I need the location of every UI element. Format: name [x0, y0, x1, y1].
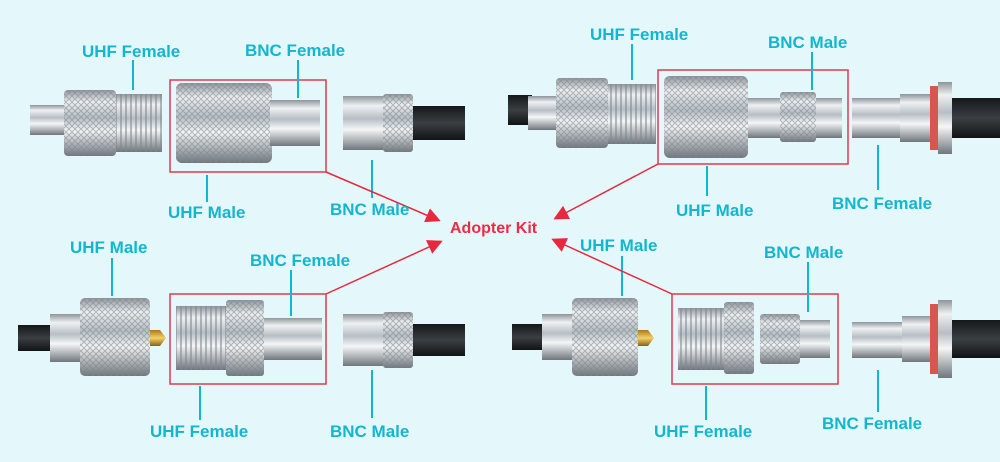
- label-bnc-male: BNC Male: [768, 33, 848, 52]
- label-uhf-male: UHF Male: [580, 236, 658, 255]
- label-bnc-male: BNC Male: [330, 200, 410, 219]
- bulkhead-washer: [930, 304, 938, 374]
- panel-bottom-right: [512, 256, 1000, 420]
- label-uhf-male: UHF Male: [70, 238, 148, 257]
- adapter-highlight-box: [169, 79, 327, 173]
- label-bnc-male: BNC Male: [330, 422, 410, 441]
- bnc-female-barrel: [270, 100, 320, 146]
- adapter-highlight-box: [657, 69, 849, 165]
- label-bnc-male: BNC Male: [764, 243, 844, 262]
- label-bnc-female: BNC Female: [250, 251, 351, 270]
- label-uhf-female: UHF Female: [590, 25, 689, 44]
- center-pin: [638, 330, 654, 346]
- label-bnc-female: BNC Female: [245, 41, 346, 60]
- adapter-highlight-box: [169, 293, 327, 385]
- label-uhf-female: UHF Female: [82, 42, 181, 61]
- bulkhead-washer: [930, 86, 938, 150]
- label-uhf-female: UHF Female: [654, 422, 753, 441]
- adapter-highlight-box: [671, 293, 839, 385]
- adopter-kit-title: Adopter Kit: [450, 220, 538, 237]
- panel-top-right: [508, 44, 1000, 196]
- label-uhf-female: UHF Female: [150, 422, 249, 441]
- panel-bottom-left: [18, 258, 465, 420]
- bnc-male-body: [343, 96, 383, 150]
- center-pin: [150, 330, 166, 346]
- label-bnc-female: BNC Female: [822, 414, 923, 433]
- crimp-sleeve: [30, 105, 66, 135]
- coax-cable: [413, 106, 465, 140]
- label-uhf-male: UHF Male: [168, 203, 246, 222]
- label-bnc-female: BNC Female: [832, 194, 933, 213]
- pointer-arrows: [325, 163, 673, 295]
- panel-top-left: [30, 60, 465, 202]
- label-uhf-male: UHF Male: [676, 201, 754, 220]
